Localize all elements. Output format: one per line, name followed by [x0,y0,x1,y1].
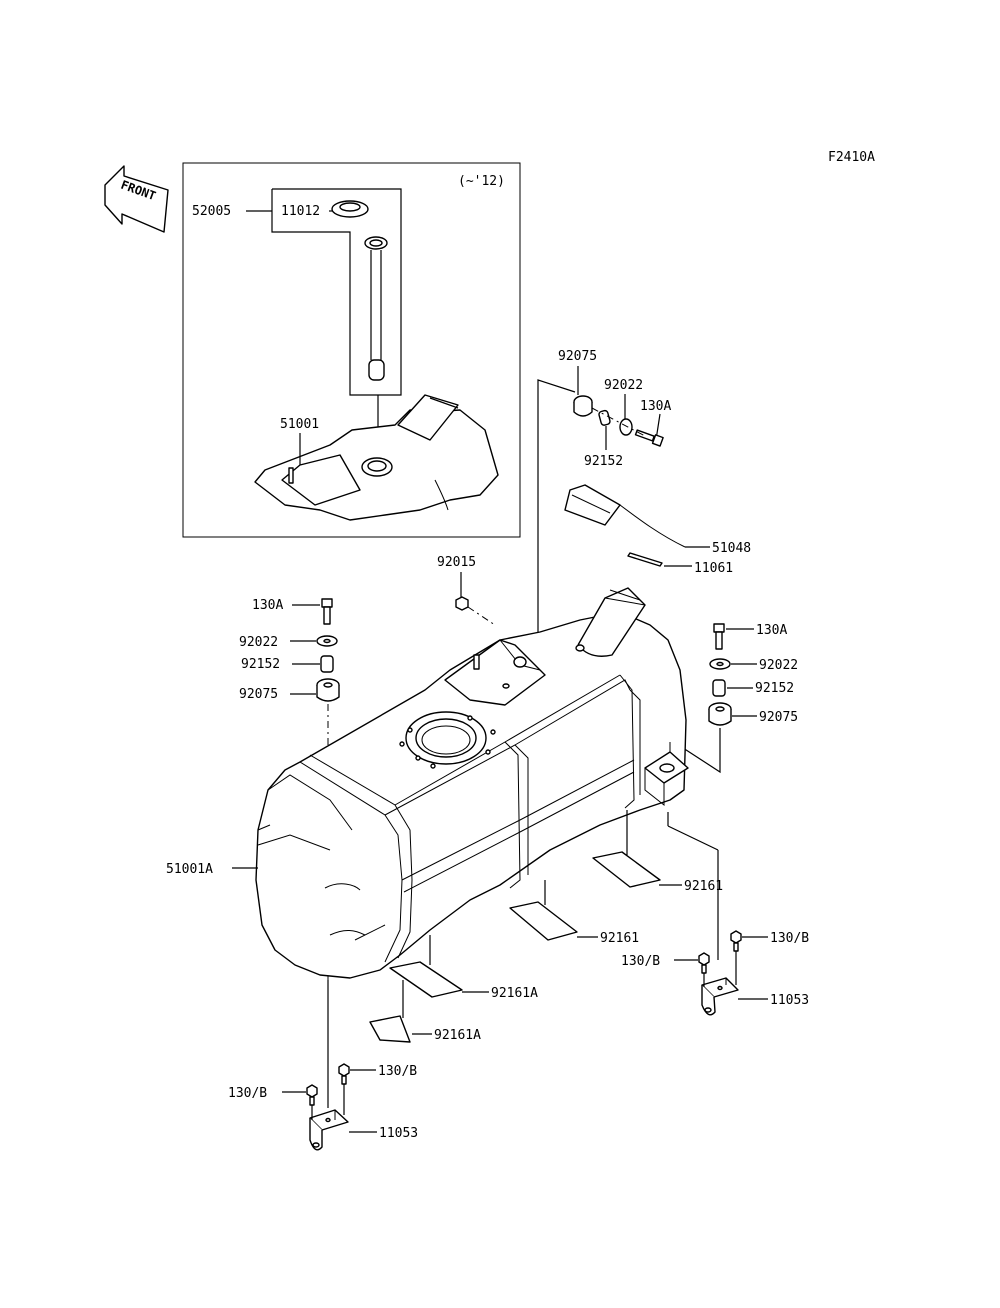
callout-51048: 51048 [712,541,751,556]
callout-92015: 92015 [437,555,476,570]
callout-11053-right: 11053 [770,993,809,1008]
callout-11053-left: 11053 [379,1126,418,1141]
callout-130a-right: 130A [756,623,787,638]
bracket-11053-left-icon [309,1109,349,1151]
callout-130b-left-lower: 130/B [228,1086,267,1101]
callout-92152-left: 92152 [241,657,280,672]
collar-92152-right-icon [712,679,726,697]
washer-92022-left-icon [316,635,338,647]
collar-92152-left-icon [320,655,334,673]
callout-130a-top: 130A [640,399,671,414]
callout-51001a: 51001A [166,862,213,877]
gasket-11012-icon [331,200,369,218]
bolt-130b-right-upper-icon [730,930,742,952]
callout-92161a-upper: 92161A [491,986,538,1001]
pad-92161-right-icon [592,851,661,888]
figure-code: F2410A [828,150,875,165]
rubber-mount-92075-left-icon [316,678,340,702]
collar-92152-top-icon [598,409,611,426]
callout-92152-right: 92152 [755,681,794,696]
bolt-130b-right-lower-icon [698,952,710,974]
bolt-130a-left-icon [321,598,333,625]
gasket-11061-icon [627,552,663,567]
callout-92161a-lower: 92161A [434,1028,481,1043]
strap-51048-icon [564,484,686,548]
callout-92022-right: 92022 [759,658,798,673]
callout-92022-top: 92022 [604,378,643,393]
callout-92022-left: 92022 [239,635,278,650]
callout-92161-right: 92161 [684,879,723,894]
fuel-tank-51001a-icon [255,587,689,979]
callout-92152-top: 92152 [584,454,623,469]
rubber-mount-92075-top-icon [573,395,593,417]
washer-92022-right-icon [709,658,731,670]
callout-130b-right-upper: 130/B [770,931,809,946]
nut-92015-icon [455,596,469,611]
bolt-130a-right-icon [713,623,725,650]
bolt-130b-left-upper-icon [338,1063,350,1085]
fuel-sender-icon [364,236,388,381]
callout-51001: 51001 [280,417,319,432]
washer-92022-top-icon [619,418,633,436]
callout-130b-left-upper: 130/B [378,1064,417,1079]
callout-92075-left: 92075 [239,687,278,702]
bolt-130b-left-lower-icon [306,1084,318,1106]
pad-92161a-lower-icon [369,1015,411,1043]
pad-92161-mid-icon [509,901,578,941]
callout-11061: 11061 [694,561,733,576]
bracket-11053-right-icon [701,977,739,1016]
callout-92161-mid: 92161 [600,931,639,946]
inset-note: (~'12) [458,174,505,189]
callout-52005: 52005 [192,204,231,219]
callout-130b-right-lower: 130/B [621,954,660,969]
callout-92075-right: 92075 [759,710,798,725]
callout-130a-left: 130A [252,598,283,613]
front-arrow-icon: FRONT [104,165,169,233]
callout-11012: 11012 [281,204,320,219]
inset-box: (~'12) 51001 [182,162,521,538]
bolt-130a-top-icon [634,429,664,447]
callout-92075-top: 92075 [558,349,597,364]
fuel-tank-inset-icon [254,394,499,521]
rubber-mount-92075-right-icon [708,702,732,726]
pad-92161a-upper-icon [389,961,463,998]
